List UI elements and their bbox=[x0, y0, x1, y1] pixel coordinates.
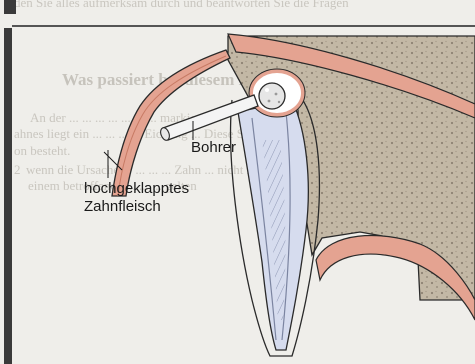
drill-head bbox=[259, 83, 285, 109]
label-gum-line2: Zahnfleisch bbox=[84, 198, 161, 216]
label-drill: Bohrer bbox=[191, 139, 236, 157]
label-gum-line1: hochgeklapptes bbox=[84, 180, 189, 198]
